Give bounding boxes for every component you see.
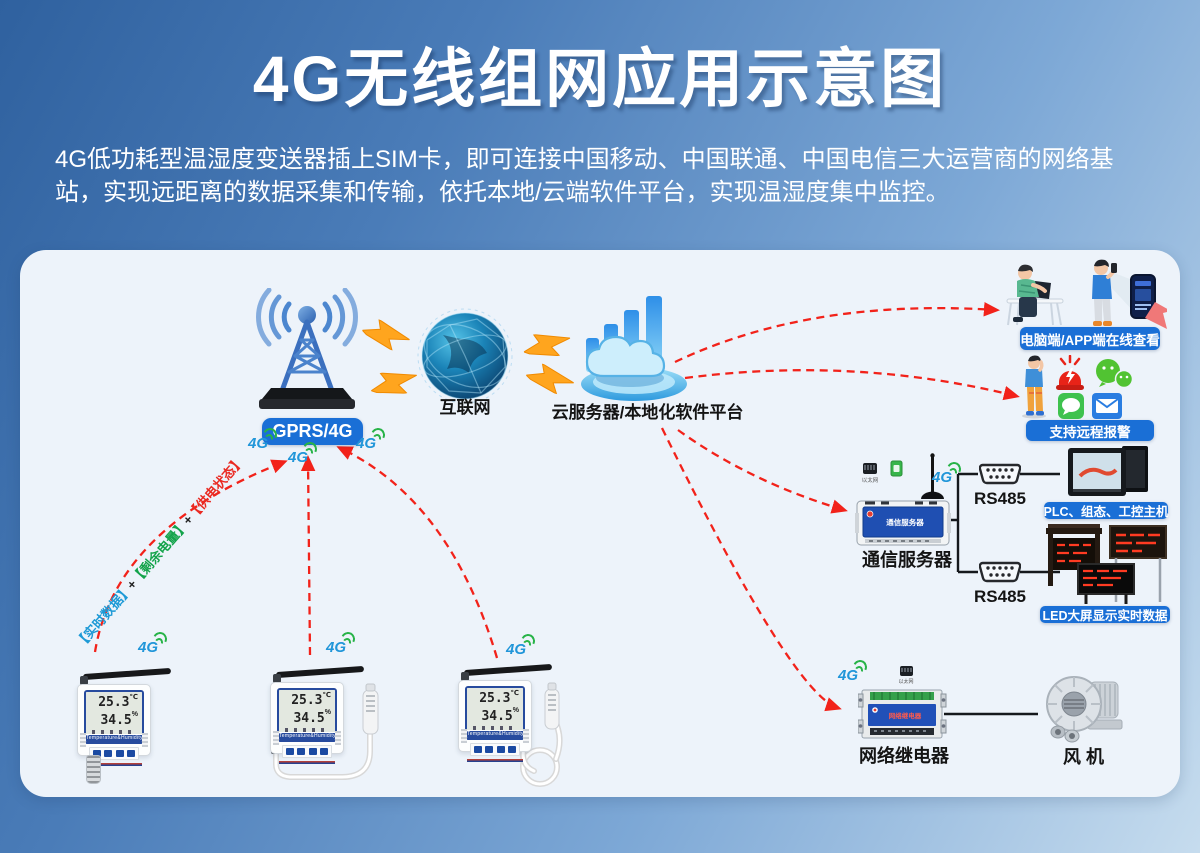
ethernet-icon: 以太网 (862, 463, 879, 484)
sensor-body: 25.3℃ 34.5% Temperature&Humidity (270, 682, 344, 764)
shelter-board (1046, 524, 1102, 586)
comm-server-label: 通信服务器 (862, 550, 952, 570)
remote-alarm-illustration (1022, 355, 1134, 419)
cloud-server-label: 云服务器/本地化软件平台 (551, 403, 744, 422)
fan-label: 风机 (1063, 747, 1109, 767)
plc-monitors-icon (1068, 446, 1148, 496)
pole-board (1109, 525, 1167, 602)
internet-globe-icon (417, 308, 513, 404)
lightning-bolt-icon (361, 318, 412, 352)
sensor-probe (86, 755, 101, 784)
sms-icon (1058, 393, 1084, 419)
antenna-connector (461, 672, 469, 681)
remote-alarm-badge: 支持远程报警 (1026, 420, 1154, 441)
svg-text:以太网: 以太网 (862, 476, 879, 484)
network-relay-device: 以太网 网络继电器 (858, 666, 947, 739)
lightning-bolt-icon (370, 372, 419, 394)
4g-signal-label: 4G (248, 436, 268, 451)
rs485-label: RS485 (974, 587, 1026, 606)
hand-held-phone (1130, 274, 1167, 329)
sensor-antenna (275, 665, 365, 679)
pc-app-users-illustration (1006, 259, 1167, 329)
plc-badge: PLC、组态、工控主机 (1044, 502, 1169, 519)
sensor-antenna (82, 667, 172, 681)
lightning-bolt-icon (525, 362, 576, 396)
sensor-buttons (282, 745, 332, 758)
antenna (921, 453, 944, 499)
antenna-connector (80, 676, 88, 685)
4g-signal-label: 4G (356, 436, 376, 451)
sensor-caption: Temperature&Humidity (86, 735, 143, 742)
arrow-sensor1-to-gprs (93, 459, 288, 653)
led-badge: LED大屏显示实时数据 (1040, 606, 1170, 623)
sensor-caption: Temperature&Humidity (279, 733, 336, 740)
email-icon (1092, 393, 1122, 419)
sensor-device-1: 25.3℃ 34.5% Temperature&Humidity (77, 667, 172, 784)
4g-signal-label: 4G (138, 640, 158, 655)
front-led-board (1077, 563, 1135, 604)
antenna-connector (273, 674, 281, 683)
network-relay-label: 网络继电器 (859, 746, 949, 766)
rs485-label: RS485 (974, 489, 1026, 508)
4g-signal-label: 4G (932, 470, 952, 485)
internet-label: 互联网 (439, 398, 491, 417)
fan-icon (1046, 676, 1123, 743)
4g-signal-label: 4G (838, 668, 858, 683)
sensor-caption: Temperature&Humidity (467, 731, 524, 738)
ethernet-icon: 以太网 (898, 666, 914, 685)
4g-signal-label: 4G (326, 640, 346, 655)
4g-signal-label: 4G (506, 642, 526, 657)
wechat-icon (1096, 359, 1134, 389)
sensor-body: 25.3℃ 34.5% Temperature&Humidity (77, 684, 151, 766)
sensor-lcd: 25.3℃ 34.5% Temperature&Humidity (277, 688, 337, 742)
svg-text:以太网: 以太网 (898, 678, 913, 685)
pc-app-badge: 电脑端/APP端在线查看 (1020, 327, 1160, 350)
gprs-4g-badge: GPRS/4G (262, 418, 363, 445)
sensor-lcd: 25.3℃ 34.5% Temperature&Humidity (465, 686, 525, 740)
sensor-device-2: 25.3℃ 34.5% Temperature&Humidity (270, 665, 365, 764)
gprs-tower-icon (256, 288, 358, 409)
sensor-buttons (89, 747, 139, 760)
page-description: 4G低功耗型温湿度变送器插上SIM卡，即可连接中国移动、中国联通、中国电信三大运… (55, 146, 1114, 206)
sensor-buttons (470, 743, 520, 756)
rs485-connector-icon (979, 561, 1021, 583)
rs485-connector-icon (979, 463, 1021, 485)
arrow-cloud-to-relay (660, 427, 842, 712)
diagram-panel: GPRS/4G 互联网 (20, 250, 1180, 797)
arrow-cloud-to-pc (674, 301, 1001, 364)
4g-signal-label: 4G (288, 450, 308, 465)
svg-text:网络继电器: 网络继电器 (889, 711, 922, 720)
cloud-server-icon (581, 296, 687, 401)
sensor-device-3: 25.3℃ 34.5% Temperature&Humidity (458, 663, 553, 762)
seated-person-with-laptop (1006, 264, 1064, 326)
arrow-cloud-to-commserver (677, 429, 848, 514)
lightning-bolt-icon (522, 333, 572, 357)
uplink-data-text: 【实时数据】+【剩余电量】+【供电状态】 (72, 453, 248, 652)
page-title: 4G无线组网应用示意图 (252, 43, 948, 115)
svg-text:通信服务器: 通信服务器 (886, 517, 924, 527)
arrow-sensor3-to-gprs (336, 446, 499, 659)
sensor-lcd: 25.3℃ 34.5% Temperature&Humidity (84, 690, 144, 744)
sim-card-icon (890, 460, 903, 477)
comm-server-device: 以太网 通信服务器 (855, 453, 951, 546)
siren-icon (1056, 355, 1084, 390)
led-boards-icon (1046, 524, 1167, 604)
sensor-body: 25.3℃ 34.5% Temperature&Humidity (458, 680, 532, 762)
standing-person-with-phone (1092, 259, 1117, 326)
alarm-person (1022, 355, 1046, 419)
phone-beam (1109, 271, 1135, 313)
arrow-sensor2-to-gprs (300, 454, 316, 656)
arrow-cloud-to-alarm (684, 369, 1020, 401)
